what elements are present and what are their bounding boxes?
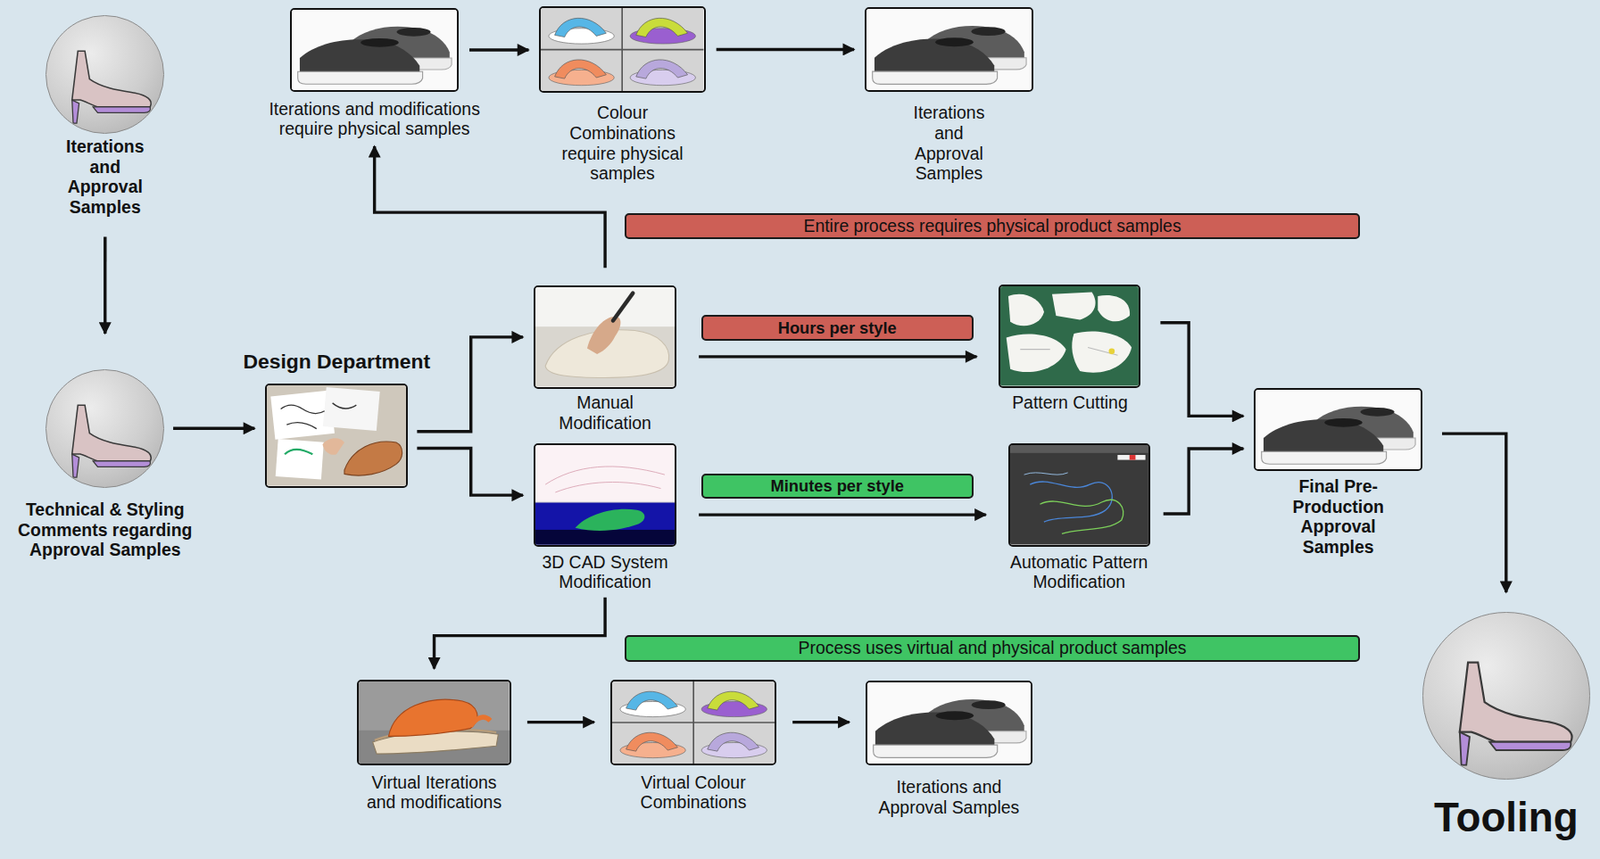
node-caption: Iterations and Approval Samples [900, 102, 998, 183]
connector-arrow [173, 427, 255, 431]
sample-photo: Iterations and Approval Samples [864, 7, 1034, 184]
sample-disc [1422, 612, 1591, 780]
illustration [266, 385, 407, 487]
illustration [535, 287, 675, 387]
connector-arrow [434, 597, 606, 670]
connector-arrow [103, 236, 107, 334]
connector-arrow [698, 513, 987, 516]
sample-circle: Tooling [1422, 612, 1591, 842]
banner-text: Minutes per style [770, 476, 904, 497]
connector-arrow [416, 447, 523, 496]
banner-bar: Process uses virtual and physical produc… [624, 635, 1360, 662]
illustration [866, 8, 1032, 91]
illustration [1423, 613, 1590, 780]
node-caption: Final Pre-Production Approval Samples [1269, 476, 1408, 557]
sample-circle: Technical & Styling Comments regarding A… [8, 369, 202, 561]
sample-photo: Iterations and Approval Samples [865, 680, 1034, 819]
sample-disc [45, 15, 165, 134]
sample-disc [45, 369, 165, 489]
illustration [46, 370, 164, 488]
connector-group [105, 49, 1507, 722]
connector-arrow [1160, 323, 1244, 417]
photo-frame [1253, 388, 1423, 473]
illustration [1255, 389, 1421, 471]
node-caption: 3D CAD System Modification [523, 552, 688, 593]
illustration [46, 16, 164, 133]
photo-frame [265, 383, 408, 489]
banner-text: Process uses virtual and physical produc… [798, 638, 1187, 659]
connector-arrow [416, 337, 523, 432]
sample-photo: Manual Modification [533, 285, 677, 433]
illustration [867, 682, 1032, 764]
banner-bar: Hours per style [701, 315, 974, 341]
photo-frame [533, 285, 677, 389]
connector-arrow [1442, 433, 1507, 593]
sample-photo: Pattern Cutting [993, 284, 1147, 414]
sample-photo: Automatic Pattern Modification [992, 443, 1166, 592]
illustration [1000, 286, 1139, 386]
illustration [358, 681, 510, 764]
photo-frame [998, 284, 1141, 388]
photo-frame [538, 6, 705, 93]
sample-photo: Iterations and modifications require phy… [247, 8, 503, 140]
illustration [535, 445, 675, 545]
banner-text: Hours per style [778, 318, 897, 339]
sample-photo: Colour Combinations require physical sam… [538, 6, 705, 184]
node-caption: Colour Combinations require physical sam… [546, 102, 700, 183]
connector-arrow [469, 48, 529, 51]
connector-arrow [1163, 448, 1244, 514]
illustration [1010, 445, 1149, 545]
node-caption: Pattern Cutting [993, 392, 1147, 414]
node-caption: Virtual Colour Combinations [606, 772, 780, 813]
sample-photo: Final Pre-Production Approval Samples [1253, 388, 1423, 558]
node-caption: Iterations and Approval Samples [54, 136, 157, 217]
node-caption: Iterations and Approval Samples [867, 777, 1031, 818]
photo-frame [1008, 443, 1151, 547]
photo-frame [610, 679, 777, 766]
sample-photo: Virtual Colour Combinations [606, 679, 780, 813]
illustration [540, 8, 704, 92]
photo-frame [290, 8, 459, 92]
connector-arrow [527, 721, 595, 724]
photo-frame [356, 679, 512, 766]
photo-frame [865, 680, 1034, 766]
banner-bar: Minutes per style [701, 473, 974, 500]
photo-frame [864, 7, 1034, 92]
node-caption: Virtual Iterations and modifications [360, 772, 509, 813]
illustration [291, 9, 457, 91]
sample-circle: Iterations and Approval Samples [45, 15, 165, 217]
connector-arrow [374, 146, 606, 268]
node-caption: Automatic Pattern Modification [992, 552, 1166, 593]
node-caption: Tooling [1424, 794, 1588, 842]
connector-arrow [792, 721, 850, 724]
connector-arrow [716, 48, 854, 51]
banner-bar: Entire process requires physical product… [624, 213, 1360, 240]
illustration [612, 681, 775, 764]
node-caption: Manual Modification [538, 392, 672, 433]
connector-arrow [698, 355, 977, 358]
sample-photo: 3D CAD System Modification [523, 443, 688, 592]
sample-photo: Virtual Iterations and modifications [356, 679, 512, 813]
node-caption: Design Department [219, 349, 455, 374]
node-caption: Iterations and modifications require phy… [247, 99, 503, 140]
node-caption: Technical & Styling Comments regarding A… [8, 499, 202, 561]
banner-text: Entire process requires physical product… [803, 215, 1181, 237]
photo-frame [533, 443, 677, 547]
sample-photo: Design Department [219, 349, 455, 489]
